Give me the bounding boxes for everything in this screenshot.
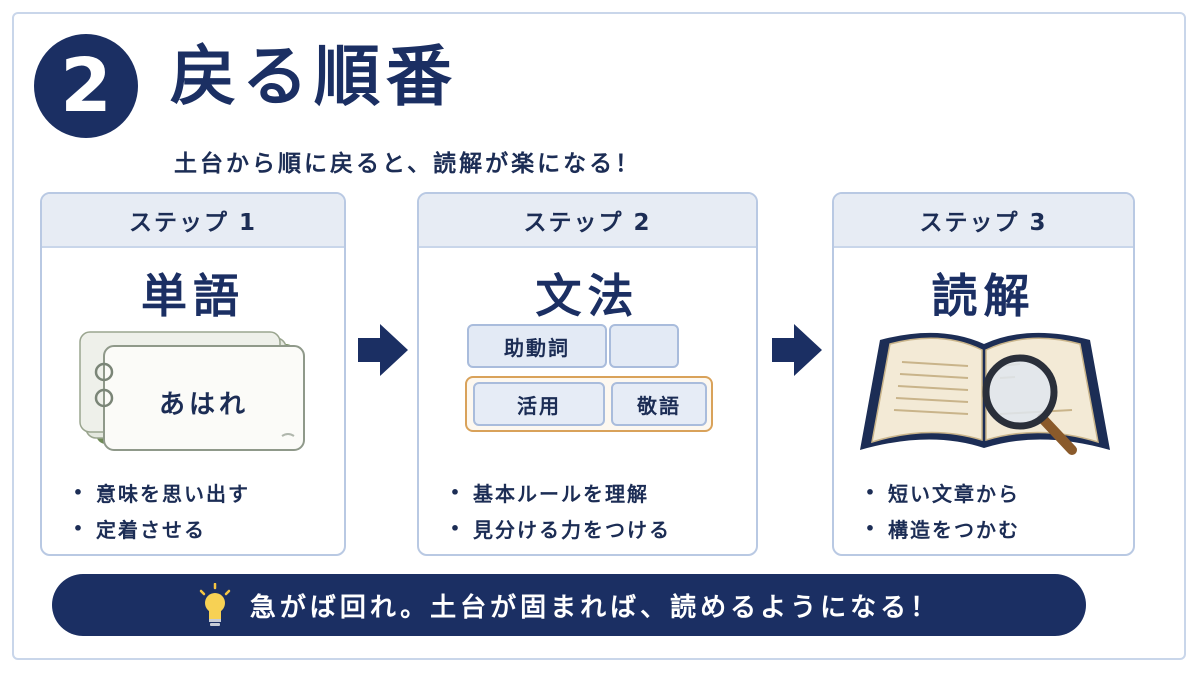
lightbulb-icon xyxy=(198,583,232,627)
bullet-item: •定着させる xyxy=(72,517,206,542)
grammar-block-keigo: 敬語 xyxy=(611,382,707,426)
grammar-blocks: 助動詞 活用 敬語 xyxy=(465,324,715,436)
grammar-block-katsuyou: 活用 xyxy=(473,382,605,426)
page-subtitle: 土台から順に戻ると、読解が楽になる！ xyxy=(174,151,642,177)
bullet-item: •見分ける力をつける xyxy=(449,517,671,542)
step-card-3: ステップ 3 読解 •短い文章から •構造をつかむ xyxy=(832,192,1135,556)
arrow-right-icon xyxy=(768,322,824,382)
step-title: 文法 xyxy=(535,269,640,323)
step-bullets: •基本ルールを理解 •見分ける力をつける xyxy=(447,474,671,546)
bullet-item: •意味を思い出す xyxy=(72,481,250,506)
bullet-item: •構造をつかむ xyxy=(864,517,1020,542)
flashcards-icon: あはれ xyxy=(76,324,316,458)
grammar-block-jodoushi: 助動詞 xyxy=(467,324,607,368)
bullet-item: •短い文章から xyxy=(864,481,1020,506)
step-bullets: •意味を思い出す •定着させる xyxy=(70,474,250,546)
tip-text: 急がば回れ。土台が固まれば、読めるようになる！ xyxy=(249,592,941,623)
step-label: ステップ 1 xyxy=(42,194,344,248)
page-title: 戻る順番 xyxy=(170,38,458,115)
step-number-badge: 2 xyxy=(34,34,138,138)
step-label: ステップ 3 xyxy=(834,194,1133,248)
step-label: ステップ 2 xyxy=(419,194,756,248)
tip-banner: 急がば回れ。土台が固まれば、読めるようになる！ xyxy=(52,574,1086,636)
step-bullets: •短い文章から •構造をつかむ xyxy=(862,474,1020,546)
bullet-item: •基本ルールを理解 xyxy=(449,481,649,506)
arrow-right-icon xyxy=(354,322,410,382)
flashcard-word: あはれ xyxy=(158,390,249,420)
step-card-1: ステップ 1 単語 あはれ •意味を思い出す •定着させる xyxy=(40,192,346,556)
step-card-2: ステップ 2 文法 助動詞 活用 敬語 •基本ルールを理解 •見分ける力をつける xyxy=(417,192,758,556)
grammar-block-empty xyxy=(609,324,679,368)
book-magnifier-icon xyxy=(850,322,1120,466)
step-title: 単語 xyxy=(141,269,245,323)
step-title: 読解 xyxy=(931,269,1036,323)
